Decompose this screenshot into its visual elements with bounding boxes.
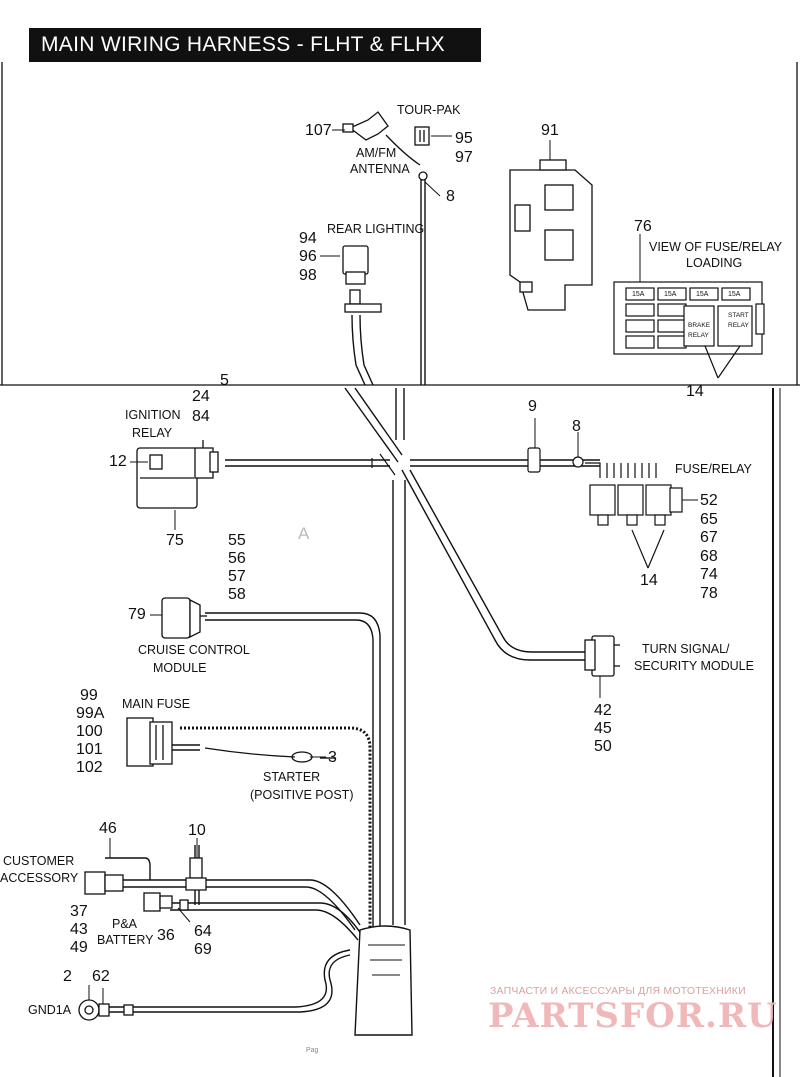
fuse-relay-view (613, 281, 765, 379)
watermark-brand: PARTSFOR.RU (488, 996, 778, 1036)
callout-14b: 14 (640, 572, 658, 589)
callout-102: 102 (76, 759, 103, 776)
callout-42: 42 (594, 702, 612, 719)
callout-43: 43 (70, 921, 88, 938)
label-battery: BATTERY (97, 933, 154, 947)
fuse-15a: 15A (728, 291, 741, 298)
callout-78: 78 (700, 585, 718, 602)
callout-52: 52 (700, 492, 718, 509)
label-am-fm: AM/FM (356, 146, 397, 160)
callout-37: 37 (70, 903, 88, 920)
callout-76: 76 (634, 218, 652, 235)
label-gnd: GND1A (28, 1003, 72, 1017)
harness-trunk (105, 178, 600, 1013)
callout-3: 3 (328, 749, 337, 766)
label-tour-pak: TOUR-PAK (397, 103, 461, 117)
callout-12: 12 (109, 453, 127, 470)
callout-24: 24 (192, 388, 210, 405)
callout-65: 65 (700, 511, 718, 528)
callout-5: 5 (220, 372, 229, 389)
callout-74: 74 (700, 566, 718, 583)
fuse-15a: 15A (632, 291, 645, 298)
label-view-fuse-relay: VIEW OF FUSE/RELAY (649, 240, 783, 254)
callout-49: 49 (70, 939, 88, 956)
label-module: MODULE (153, 661, 207, 675)
callout-67: 67 (700, 529, 718, 546)
label-ignition: IGNITION (125, 408, 181, 422)
fuse-15a: 15A (696, 291, 709, 298)
callout-2: 2 (63, 968, 72, 985)
fuse-15a: 15A (664, 291, 677, 298)
callout-8b: 8 (572, 418, 581, 435)
callout-46: 46 (99, 820, 117, 837)
label-relay: RELAY (132, 426, 173, 440)
ignition-relay (136, 440, 219, 509)
start-relay-label: START (728, 312, 749, 319)
brake-relay-label: RELAY (688, 332, 709, 339)
callout-95: 95 (455, 130, 473, 147)
callout-84: 84 (192, 408, 210, 425)
main-fuse (126, 717, 313, 767)
callout-36: 36 (157, 927, 175, 944)
page-title: MAIN WIRING HARNESS - FLHT & FLHX (29, 28, 481, 62)
label-starter: STARTER (263, 770, 321, 784)
label-pa: P&A (112, 917, 138, 931)
start-relay-label: RELAY (728, 322, 749, 329)
callout-14: 14 (686, 383, 704, 400)
label-customer: CUSTOMER (3, 854, 75, 868)
label-rear-lighting: REAR LIGHTING (327, 222, 425, 236)
callout-56: 56 (228, 550, 246, 567)
callout-64: 64 (194, 923, 212, 940)
watermark-subtitle: ЗАПЧАСТИ И АКСЕССУАРЫ ДЛЯ МОТОТЕХНИКИ (490, 985, 746, 997)
label-cruise-control: CRUISE CONTROL (138, 643, 250, 657)
callout-99a: 99A (76, 705, 105, 722)
stamp-a: A (298, 524, 310, 543)
callout-98: 98 (299, 267, 317, 284)
callout-68: 68 (700, 548, 718, 565)
accessory-connectors (84, 857, 207, 912)
harness-boot (354, 925, 413, 1036)
module-91 (509, 159, 593, 311)
label-security-module: SECURITY MODULE (634, 659, 754, 673)
callout-107: 107 (305, 122, 332, 139)
callout-10: 10 (188, 822, 206, 839)
fuse-relay-block (585, 462, 683, 569)
page-mark: Pag (306, 1047, 319, 1054)
callout-101: 101 (76, 741, 103, 758)
callout-55: 55 (228, 532, 246, 549)
callout-8: 8 (446, 188, 455, 205)
brake-relay-label: BRAKE (688, 322, 711, 329)
callout-91: 91 (541, 122, 559, 139)
callout-58: 58 (228, 586, 246, 603)
callout-62: 62 (92, 968, 110, 985)
label-accessory: ACCESSORY (0, 871, 79, 885)
callout-99: 99 (80, 687, 98, 704)
callout-50: 50 (594, 738, 612, 755)
ground-ring (78, 999, 134, 1021)
callout-45: 45 (594, 720, 612, 737)
label-fuse-relay: FUSE/RELAY (675, 462, 752, 476)
callout-57: 57 (228, 568, 246, 585)
frame-lines (0, 62, 800, 1077)
callout-97: 97 (455, 149, 473, 166)
callout-100: 100 (76, 723, 103, 740)
harness-clips (371, 447, 584, 476)
label-positive-post: (POSITIVE POST) (250, 788, 354, 802)
cruise-control-module (161, 597, 207, 639)
leader-lines (88, 129, 698, 1004)
callout-69: 69 (194, 941, 212, 958)
callout-96: 96 (299, 248, 317, 265)
label-loading: LOADING (686, 256, 743, 270)
antenna-connector (342, 111, 430, 181)
label-main-fuse: MAIN FUSE (122, 697, 191, 711)
callout-75: 75 (166, 532, 184, 549)
callout-9: 9 (528, 398, 537, 415)
label-turn-signal: TURN SIGNAL/ (642, 642, 730, 656)
rear-lighting-connector (342, 245, 382, 313)
callout-94: 94 (299, 230, 317, 247)
callout-79: 79 (128, 606, 146, 623)
label-antenna: ANTENNA (350, 162, 410, 176)
turn-signal-module (584, 635, 620, 677)
